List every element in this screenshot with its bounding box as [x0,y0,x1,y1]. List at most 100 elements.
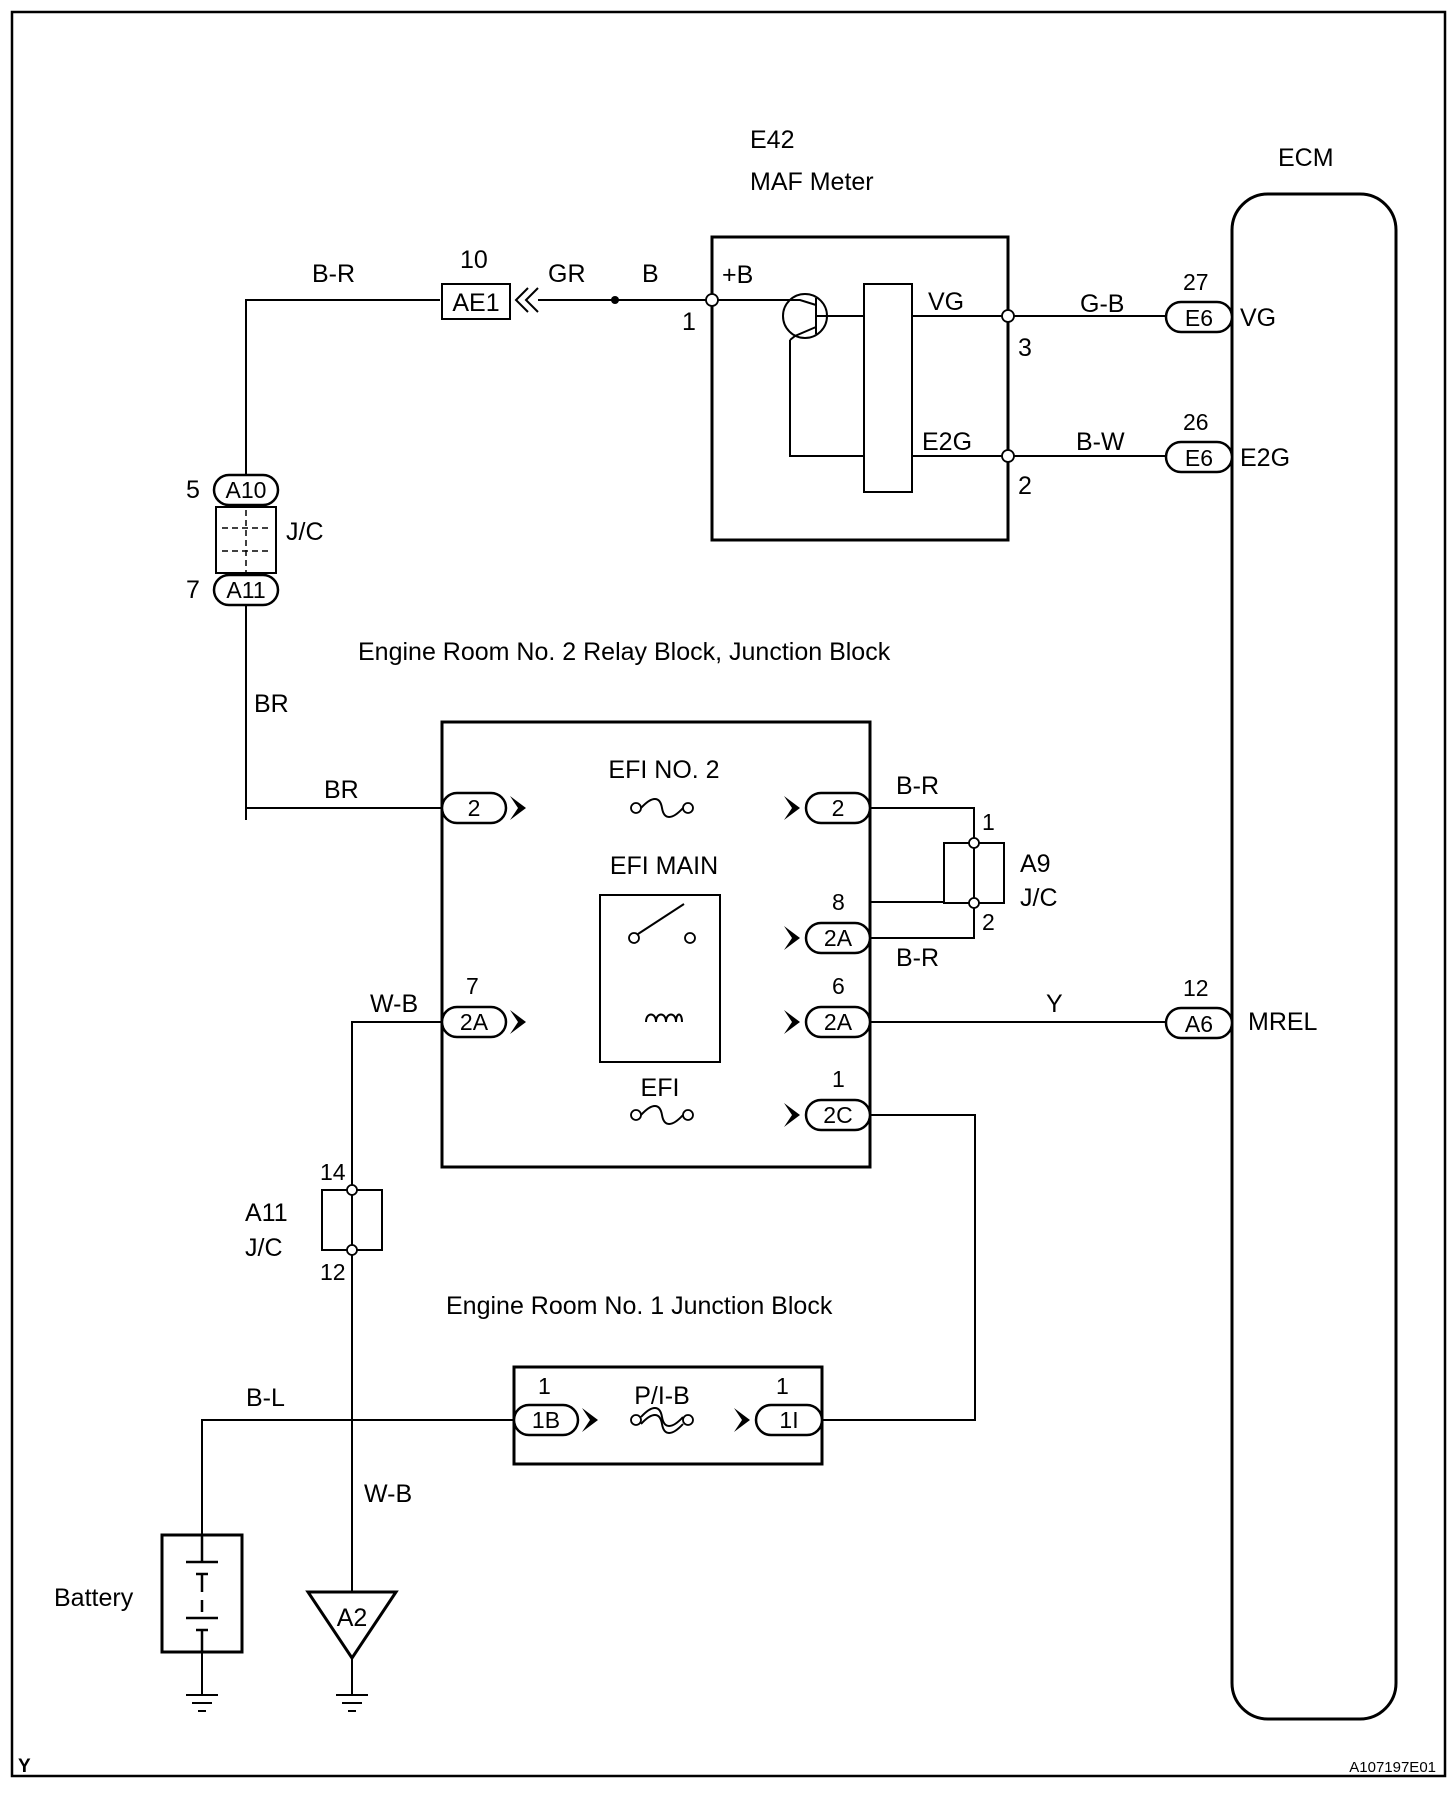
rb-left-2-terminal-icon [510,796,526,820]
maf-internal-wiring [712,298,864,457]
battery-cells-icon [186,1535,218,1652]
jc-a11-ref: A11 [245,1199,288,1227]
jb-1i-pin: 1 [776,1373,789,1399]
figure-id: A107197E01 [1349,1759,1436,1776]
rb-2c-name: 2C [823,1102,852,1128]
ground-a2-label: A2 [337,1604,368,1632]
fuse-pib-label: P/I-B [634,1382,690,1410]
ecm-pin-e2g: E2G [1240,444,1290,472]
footer-mark: Y [18,1756,31,1777]
fuse-pib-icon [630,1407,694,1434]
jc-a9-pin-2-label: 2 [982,909,995,935]
jb-1b-pin: 1 [538,1373,551,1399]
junction-block-1-title: Engine Room No. 1 Junction Block [446,1292,833,1320]
wire-label-bl: B-L [246,1384,285,1412]
relay-efi-main-label: EFI MAIN [610,852,718,880]
jb-1i-name: 1I [779,1407,798,1433]
rb-left-2-name: 2 [468,795,481,821]
rb-2a-6-pin: 6 [832,973,845,999]
ground-a2-icon [336,1694,368,1712]
wire-label-br-a9-top: B-R [896,772,939,800]
ecm-e6-vg-pin: 27 [1183,269,1209,295]
fuse-efi-label: EFI [641,1074,680,1102]
wire-label-br-horiz: BR [324,776,359,804]
wire-br-a9-return [870,902,975,939]
wire-label-bw: B-W [1076,428,1125,456]
rb-2a-7-terminal-icon [510,1010,526,1034]
maf-pin-e2g-label: E2G [922,428,972,456]
rb-right-2-connector [804,791,872,825]
ecm-pin-vg: VG [1240,304,1276,332]
maf-sensor-element [863,283,913,493]
jc-a9-pin-1-label: 1 [982,809,995,835]
relay-coil-icon [645,1013,683,1023]
jc-a9-ref: A9 [1020,850,1051,878]
rb-2a-6-terminal-icon [784,1010,800,1034]
wire-label-y: Y [1046,990,1063,1018]
ecm-a6-name: A6 [1185,1011,1213,1037]
jb-1b-terminal-icon [582,1408,598,1432]
maf-pin-1 [705,293,719,307]
maf-ref: E42 [750,126,794,154]
battery: Battery [54,1533,244,1654]
maf-pin-plus-b-label: +B [722,261,753,289]
rb-2c-pin: 1 [832,1066,845,1092]
connector-ae1: AE1 10 [441,246,619,320]
rb-2a-7-pin: 7 [466,973,479,999]
rb-left-2-connector [440,791,508,825]
rb-right-2-terminal-icon [784,796,800,820]
jc-a11-pin-14 [346,1184,358,1196]
rb-2a-8-connector [804,921,872,955]
rb-2a-8-terminal-icon [784,926,800,950]
relay-switch-contact-icon [637,903,685,935]
jb-1b-name: 1B [532,1407,560,1433]
ecm-name: ECM [1278,144,1334,172]
outer-border [10,10,1447,1778]
wire-label-wb-top: W-B [370,990,418,1018]
ecm-e6-e2g-connector [1164,440,1234,474]
wire-2c-to-1i [822,1114,976,1421]
ecm-e6-vg-connector [1164,300,1234,334]
ground-a2-triangle [305,1590,399,1661]
rb-right-2-name: 2 [832,795,845,821]
maf-pin-vg-label: VG [928,288,964,316]
rb-2c-terminal-icon [784,1103,800,1127]
relay-efi-main-box [599,894,721,1063]
relay-switch-pin-a [628,932,640,944]
rb-2a-6-name: 2A [824,1009,853,1035]
ae1-pin: 10 [460,246,488,274]
ecm-pin-mrel: MREL [1248,1008,1318,1036]
ae1-plug-icon [514,287,539,313]
maf-internal-outputs [912,315,1008,457]
relay-switch-pin-b [684,932,696,944]
wire-bl [201,1419,515,1535]
battery-label: Battery [54,1584,134,1612]
splice-dot [611,296,619,304]
jc-label: J/C [286,518,324,546]
maf-pin-num-2: 2 [1018,472,1032,500]
jc-pin-5: 5 [186,476,200,504]
ecm-e6-e2g-name: E6 [1185,445,1213,471]
rb-2a-8-name: 2A [824,925,853,951]
jb-1b-connector [512,1403,580,1437]
jc-a11-label: J/C [245,1234,283,1262]
maf-name: MAF Meter [750,168,874,196]
wire-label-gb: G-B [1080,290,1124,318]
relay-block-2-title: Engine Room No. 2 Relay Block, Junction … [358,638,891,666]
junction-block-1: Engine Room No. 1 Junction Block 1B 1 P/… [446,1292,833,1466]
jc-a11-name: A11 [226,577,265,603]
rb-2a-7-name: 2A [460,1009,489,1035]
rb-2a-7-connector [440,1005,508,1039]
jc-a10-name: A10 [226,477,267,503]
jc-internal-dashes [222,510,272,572]
fuse-efi-icon [630,1105,694,1125]
ecm-box [1230,192,1398,1721]
jc-a10-connector [212,473,280,507]
ecm-e6-vg-name: E6 [1185,305,1213,331]
jc-a11-pin-12 [346,1244,358,1256]
jc-a9-pin-2 [968,897,980,909]
jc-a11-connector [212,573,280,607]
wire-label-b: B [642,260,659,288]
